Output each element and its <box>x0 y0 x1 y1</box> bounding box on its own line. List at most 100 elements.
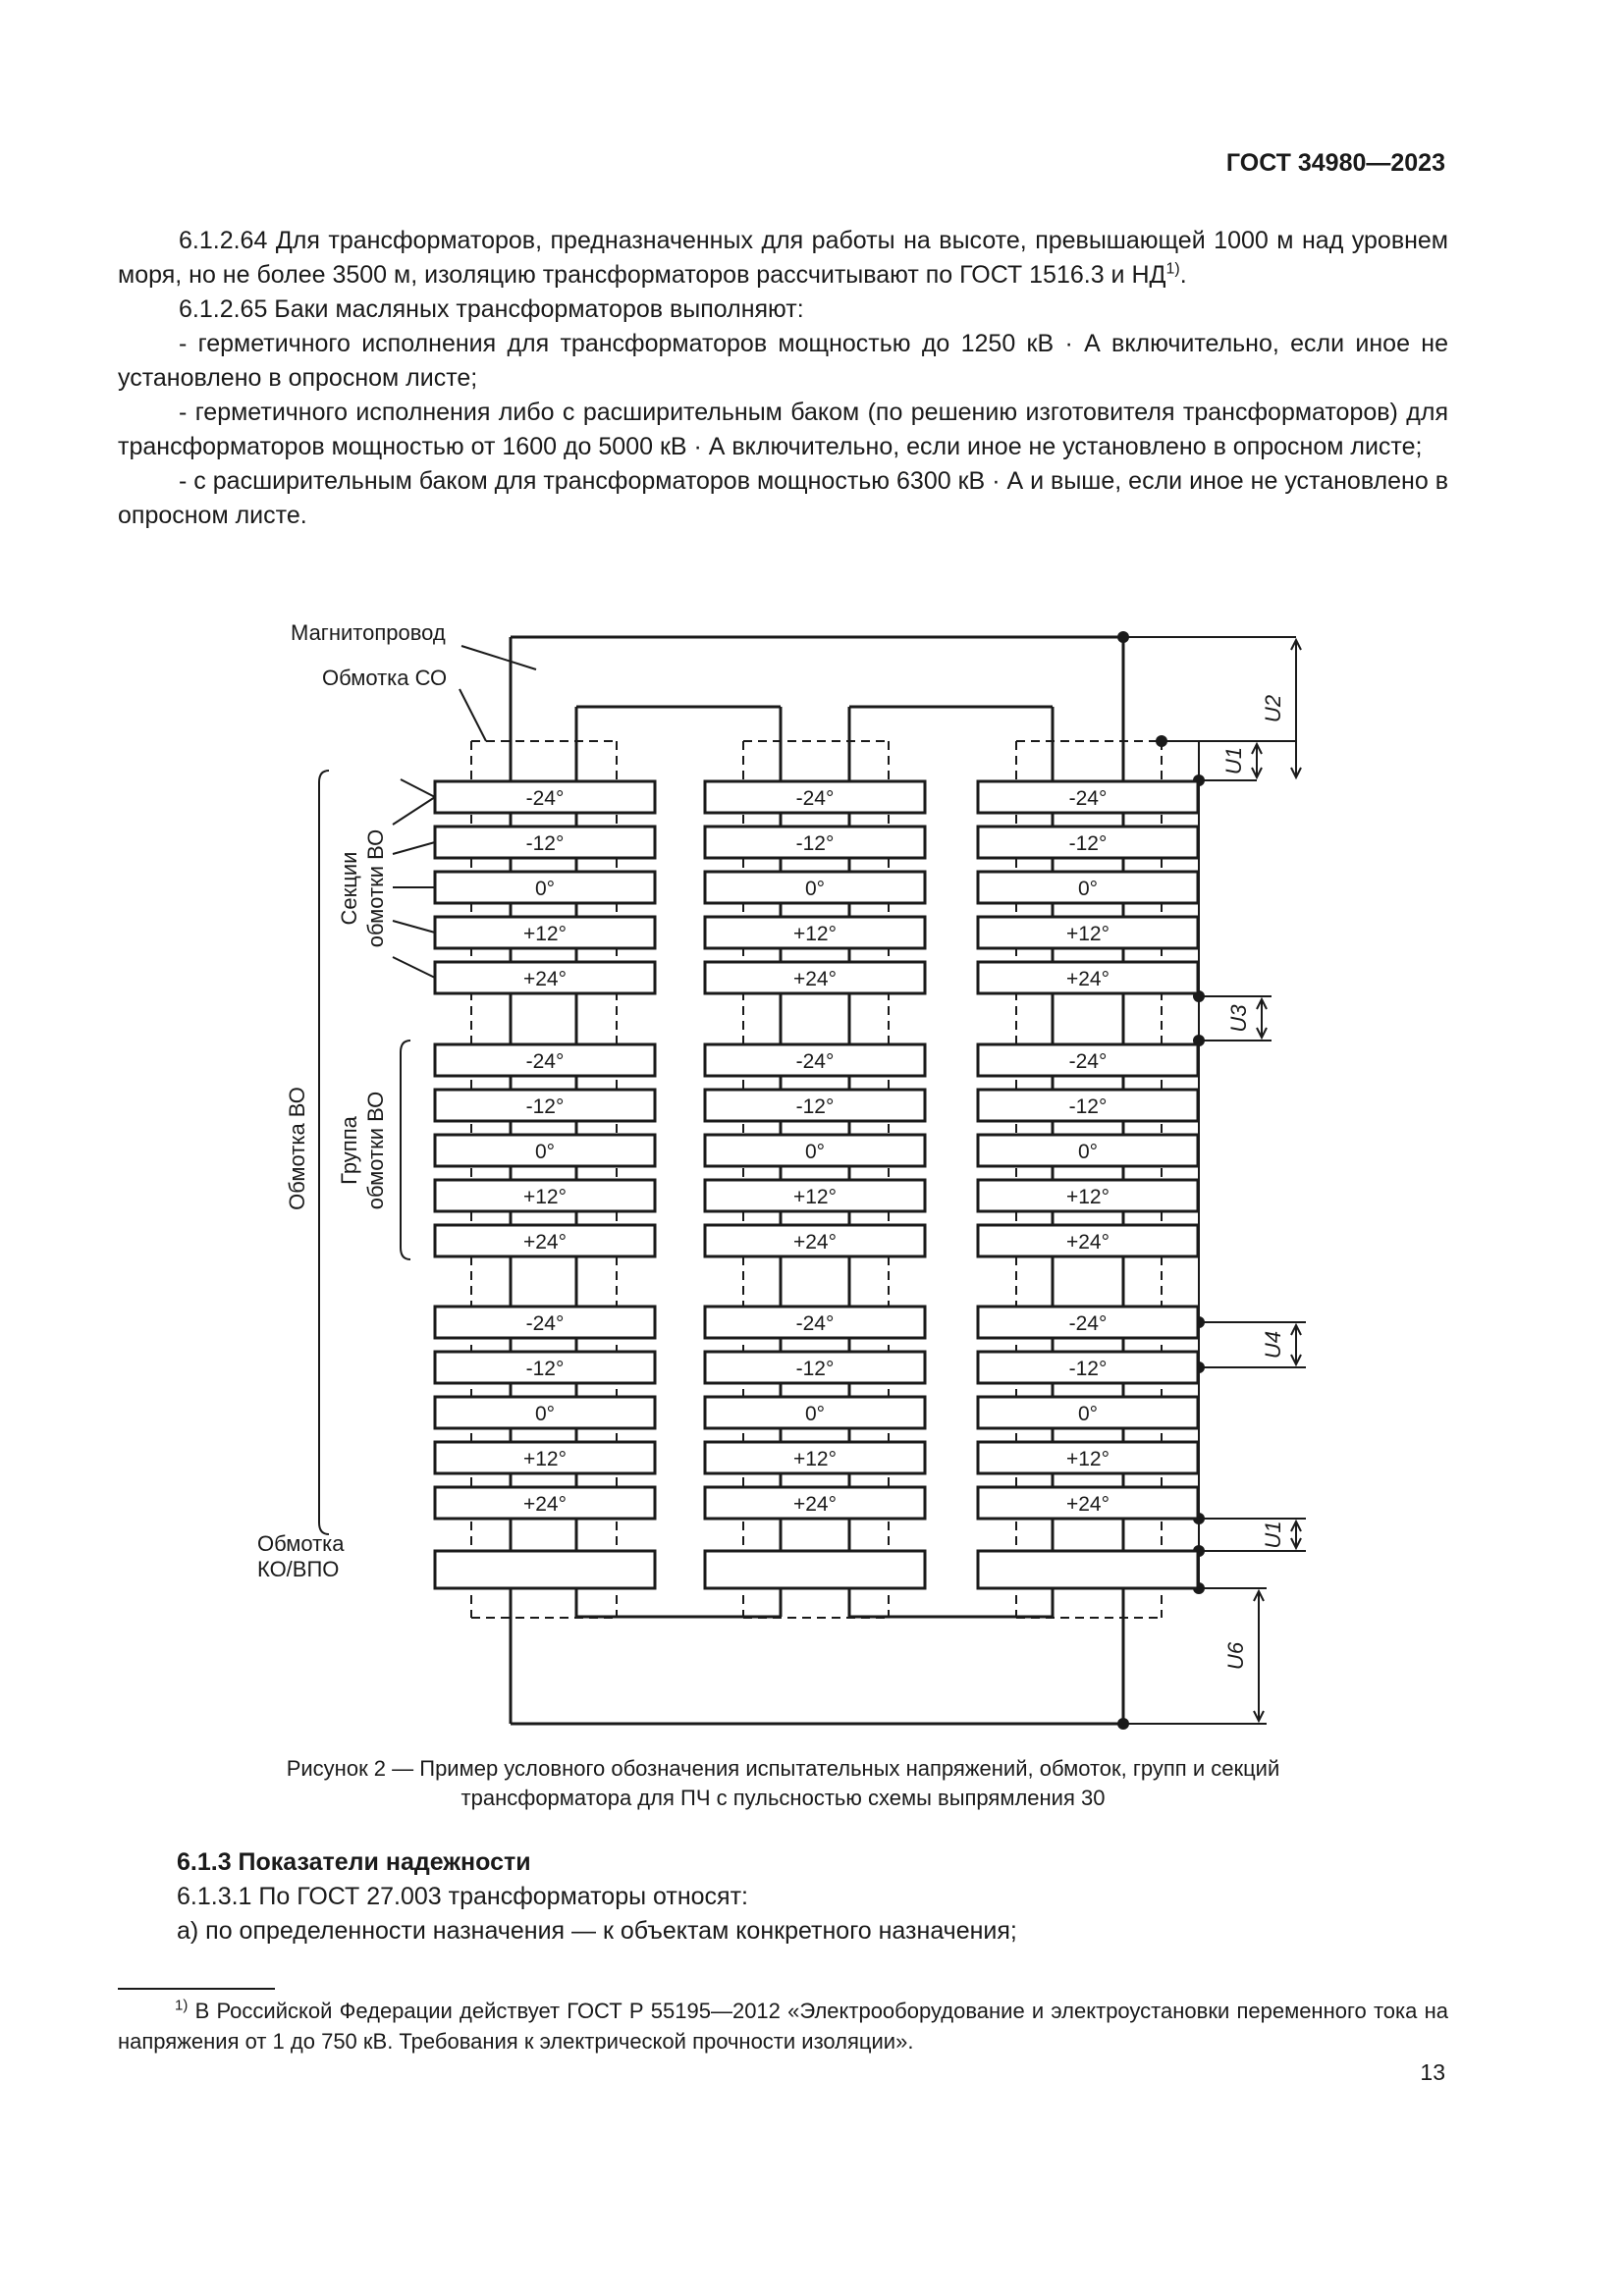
paragraph-6-1-2-65: 6.1.2.65 Баки масляных трансформаторов в… <box>179 295 804 323</box>
section-angle-label: 0° <box>535 878 555 900</box>
winding-section <box>703 1440 927 1475</box>
section-angle-label: 0° <box>805 1403 825 1425</box>
section-angle-label: -12° <box>1069 1095 1108 1118</box>
winding-section <box>703 779 927 815</box>
section-angle-label: 0° <box>1078 878 1098 900</box>
section-angle-label: -24° <box>1069 1050 1108 1073</box>
u1-dimension-lower-label: U1 <box>1261 1521 1285 1548</box>
section-6-1-3: 6.1.3 Показатели надежности 6.1.3.1 По Г… <box>177 1845 1453 1949</box>
list-item: - с расширительным баком для трансформат… <box>118 467 1448 529</box>
winding-section <box>976 825 1200 860</box>
section-angle-label: -12° <box>526 832 565 855</box>
section-angle-label: +12° <box>793 923 837 945</box>
ko-winding-box <box>976 1549 1200 1590</box>
section-angle-label: 0° <box>805 878 825 900</box>
winding-section <box>976 960 1200 995</box>
diagram-labels: Магнитопровод Обмотка СО Секции обмотки … <box>257 620 1285 1670</box>
connection-dot <box>1156 735 1167 747</box>
footnote-ref[interactable]: 1) <box>1165 260 1180 278</box>
section-angle-label: +24° <box>793 1493 837 1516</box>
winding-section <box>433 825 657 860</box>
winding-section <box>976 1350 1200 1385</box>
section-pointer <box>392 956 436 979</box>
group-label-2: обмотки ВО <box>363 1092 388 1209</box>
section-pointer <box>392 920 436 934</box>
winding-section <box>976 1042 1200 1078</box>
section-angle-label: +12° <box>1066 923 1110 945</box>
winding-section <box>433 1223 657 1258</box>
section-angle-label: +12° <box>793 1186 837 1208</box>
dim-arrow <box>1290 1354 1302 1367</box>
winding-section <box>703 960 927 995</box>
dim-arrow <box>1253 1710 1265 1724</box>
winding-section <box>703 1485 927 1521</box>
section-angle-label: +12° <box>1066 1448 1110 1470</box>
section-angle-label: +24° <box>1066 1493 1110 1516</box>
winding-section <box>433 1485 657 1521</box>
winding-section <box>703 1305 927 1340</box>
section-angle-label: -24° <box>1069 1312 1108 1335</box>
winding-section <box>433 779 657 815</box>
section-angle-label: -24° <box>796 1312 835 1335</box>
sections-label-1: Секции <box>337 852 361 926</box>
winding-section <box>433 1305 657 1340</box>
winding-section <box>703 1350 927 1385</box>
winding-section <box>976 1395 1200 1430</box>
winding-section <box>703 915 927 950</box>
group-label-1: Группа <box>337 1115 361 1184</box>
dim-arrow <box>1290 1537 1302 1551</box>
sections-label-2: обмотки ВО <box>363 829 388 947</box>
list-item: - герметичного исполнения для трансформа… <box>118 330 1448 392</box>
hv-winding-brace <box>318 770 330 1535</box>
winding-section <box>703 825 927 860</box>
section-pointer <box>392 796 436 826</box>
section-angle-label: +12° <box>523 1448 567 1470</box>
u4-dimension-label: U4 <box>1261 1331 1285 1359</box>
winding-section <box>976 1223 1200 1258</box>
dim-arrow <box>1290 1519 1302 1532</box>
winding-section <box>976 1178 1200 1213</box>
list-item-a: а) по определенности назначения — к объе… <box>177 1917 1017 1945</box>
winding-section <box>703 870 927 905</box>
winding-section <box>433 1088 657 1123</box>
hv-winding-label: Обмотка ВО <box>285 1087 309 1210</box>
section-angle-label: -12° <box>796 1358 835 1380</box>
winding-section <box>433 1395 657 1430</box>
section-angle-label: +24° <box>523 1231 567 1254</box>
dim-arrow <box>1290 1322 1302 1336</box>
section-angle-label: +24° <box>1066 1231 1110 1254</box>
ko-winding-box <box>703 1549 927 1590</box>
winding-section <box>433 1440 657 1475</box>
winding-section <box>703 1395 927 1430</box>
section-angle-label: -24° <box>1069 787 1108 810</box>
section-angle-label: +24° <box>523 1493 567 1516</box>
transformer-diagram: Магнитопровод Обмотка СО Секции обмотки … <box>257 620 1306 1730</box>
section-angle-label: +12° <box>793 1448 837 1470</box>
winding-sections <box>433 779 1200 1590</box>
winding-section <box>433 1133 657 1168</box>
section-angle-label: -24° <box>526 1050 565 1073</box>
list-item: - герметичного исполнения либо с расшири… <box>118 399 1448 460</box>
winding-section <box>703 1223 927 1258</box>
winding-section <box>976 779 1200 815</box>
section-angle-label: +24° <box>1066 968 1110 990</box>
section-angle-label: -12° <box>796 1095 835 1118</box>
u1-dimension-label: U1 <box>1221 747 1246 774</box>
standard-header: ГОСТ 34980—2023 <box>1225 149 1445 177</box>
winding-section <box>976 915 1200 950</box>
winding-section <box>433 1350 657 1385</box>
section-angle-label: -12° <box>1069 832 1108 855</box>
figure-caption: Рисунок 2 — Пример условного обозначения… <box>286 1756 1280 1810</box>
section-angle-label: 0° <box>1078 1141 1098 1163</box>
page-number: 13 <box>1420 2059 1445 2085</box>
section-title: 6.1.3 Показатели надежности <box>177 1848 531 1876</box>
body-text: 6.1.2.64 Для трансформаторов, предназнач… <box>118 224 1448 533</box>
dim-arrow <box>1251 767 1263 780</box>
winding-section <box>433 870 657 905</box>
section-angle-label: +24° <box>793 1231 837 1254</box>
winding-section <box>703 1042 927 1078</box>
section-angle-label: +12° <box>523 1186 567 1208</box>
connection-dot <box>1117 1718 1129 1730</box>
winding-section <box>976 870 1200 905</box>
section-angle-label: 0° <box>805 1141 825 1163</box>
